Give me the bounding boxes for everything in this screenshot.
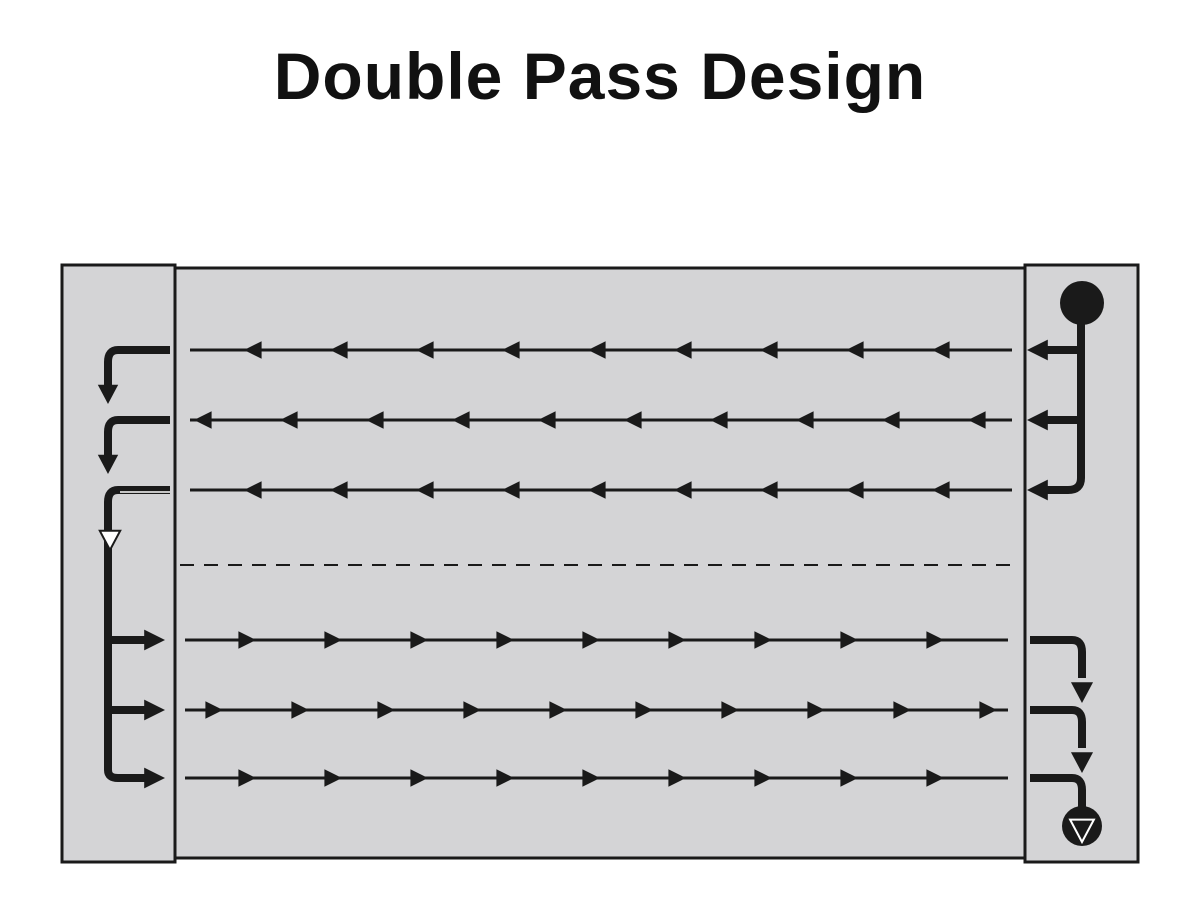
flow-arrow-left [760,341,778,359]
flow-arrow-right [463,701,481,719]
flow-arrow-left [674,481,692,499]
header-arrow-right [144,629,165,651]
flow-arrow-right [979,701,997,719]
flow-arrow-left [932,341,950,359]
flow-arrow-right [291,701,309,719]
flow-arrow-right [549,701,567,719]
flow-arrow-left [710,411,728,429]
flow-arrow-left [502,341,520,359]
flow-arrow-right [324,769,342,787]
flow-arrow-left [194,411,212,429]
exit-turn-arrow [1030,706,1086,748]
left-header [60,263,177,864]
flow-arrow-right [926,769,944,787]
flow-arrow-right [635,701,653,719]
flow-arrow-right [668,631,686,649]
exit-arrow-head [1070,752,1094,773]
exit-arrow-head [1070,682,1094,703]
flow-arrow-left [244,481,262,499]
flow-arrow-left [244,341,262,359]
header-arrow-right [144,699,165,721]
flow-arrow-right [377,701,395,719]
turn-arrow-head [97,384,119,404]
flow-arrow-right [926,631,944,649]
header-arrow-left [1027,409,1048,431]
flow-arrow-right [893,701,911,719]
outlet-arrow-head [1068,818,1096,845]
flow-arrow-right [840,769,858,787]
turn-arrow [104,416,170,458]
flow-arrow-left [502,481,520,499]
flow-arrow-right [410,631,428,649]
flow-arrow-left [932,481,950,499]
header-arrow-right [144,767,165,789]
flow-arrow-right [324,631,342,649]
tube-core [173,266,1027,860]
flow-arrow-left [846,341,864,359]
header-arrow-left [1027,339,1048,361]
flow-arrow-left [968,411,986,429]
flow-arrow-right [410,769,428,787]
flow-arrow-right [754,631,772,649]
flow-arrow-left [624,411,642,429]
flow-arrow-right [496,631,514,649]
flow-arrow-right [238,631,256,649]
flow-arrow-left [416,341,434,359]
flow-arrow-left [330,481,348,499]
flow-arrow-right [582,631,600,649]
flow-arrow-left [416,481,434,499]
turn-arrow [104,346,170,388]
exit-turn-arrow [1030,636,1086,678]
flow-arrow-left [280,411,298,429]
flow-arrow-left [882,411,900,429]
flow-arrow-right [721,701,739,719]
flow-arrow-right [205,701,223,719]
flow-arrow-right [840,631,858,649]
flow-arrow-left [760,481,778,499]
flow-arrow-right [238,769,256,787]
flow-arrow-left [846,481,864,499]
flow-arrow-right [754,769,772,787]
flow-arrow-left [796,411,814,429]
inlet-manifold [1045,320,1085,494]
turn-arrow-head [98,529,122,553]
flow-arrow-left [538,411,556,429]
flow-arrow-left [330,341,348,359]
inlet-circle [1060,281,1104,325]
flow-arrow-right [582,769,600,787]
flow-arrow-left [674,341,692,359]
flow-arrow-right [668,769,686,787]
flow-arrow-left [366,411,384,429]
diagram-title: Double Pass Design [273,39,927,113]
flow-arrow-left [452,411,470,429]
flow-arrow-left [588,341,606,359]
flow-arrow-left [588,481,606,499]
header-arrow-left [1027,479,1048,501]
flow-arrow-right [807,701,825,719]
turn-arrow-head [97,454,119,474]
flow-arrow-right [496,769,514,787]
exit-turn-arrow [1030,774,1086,816]
